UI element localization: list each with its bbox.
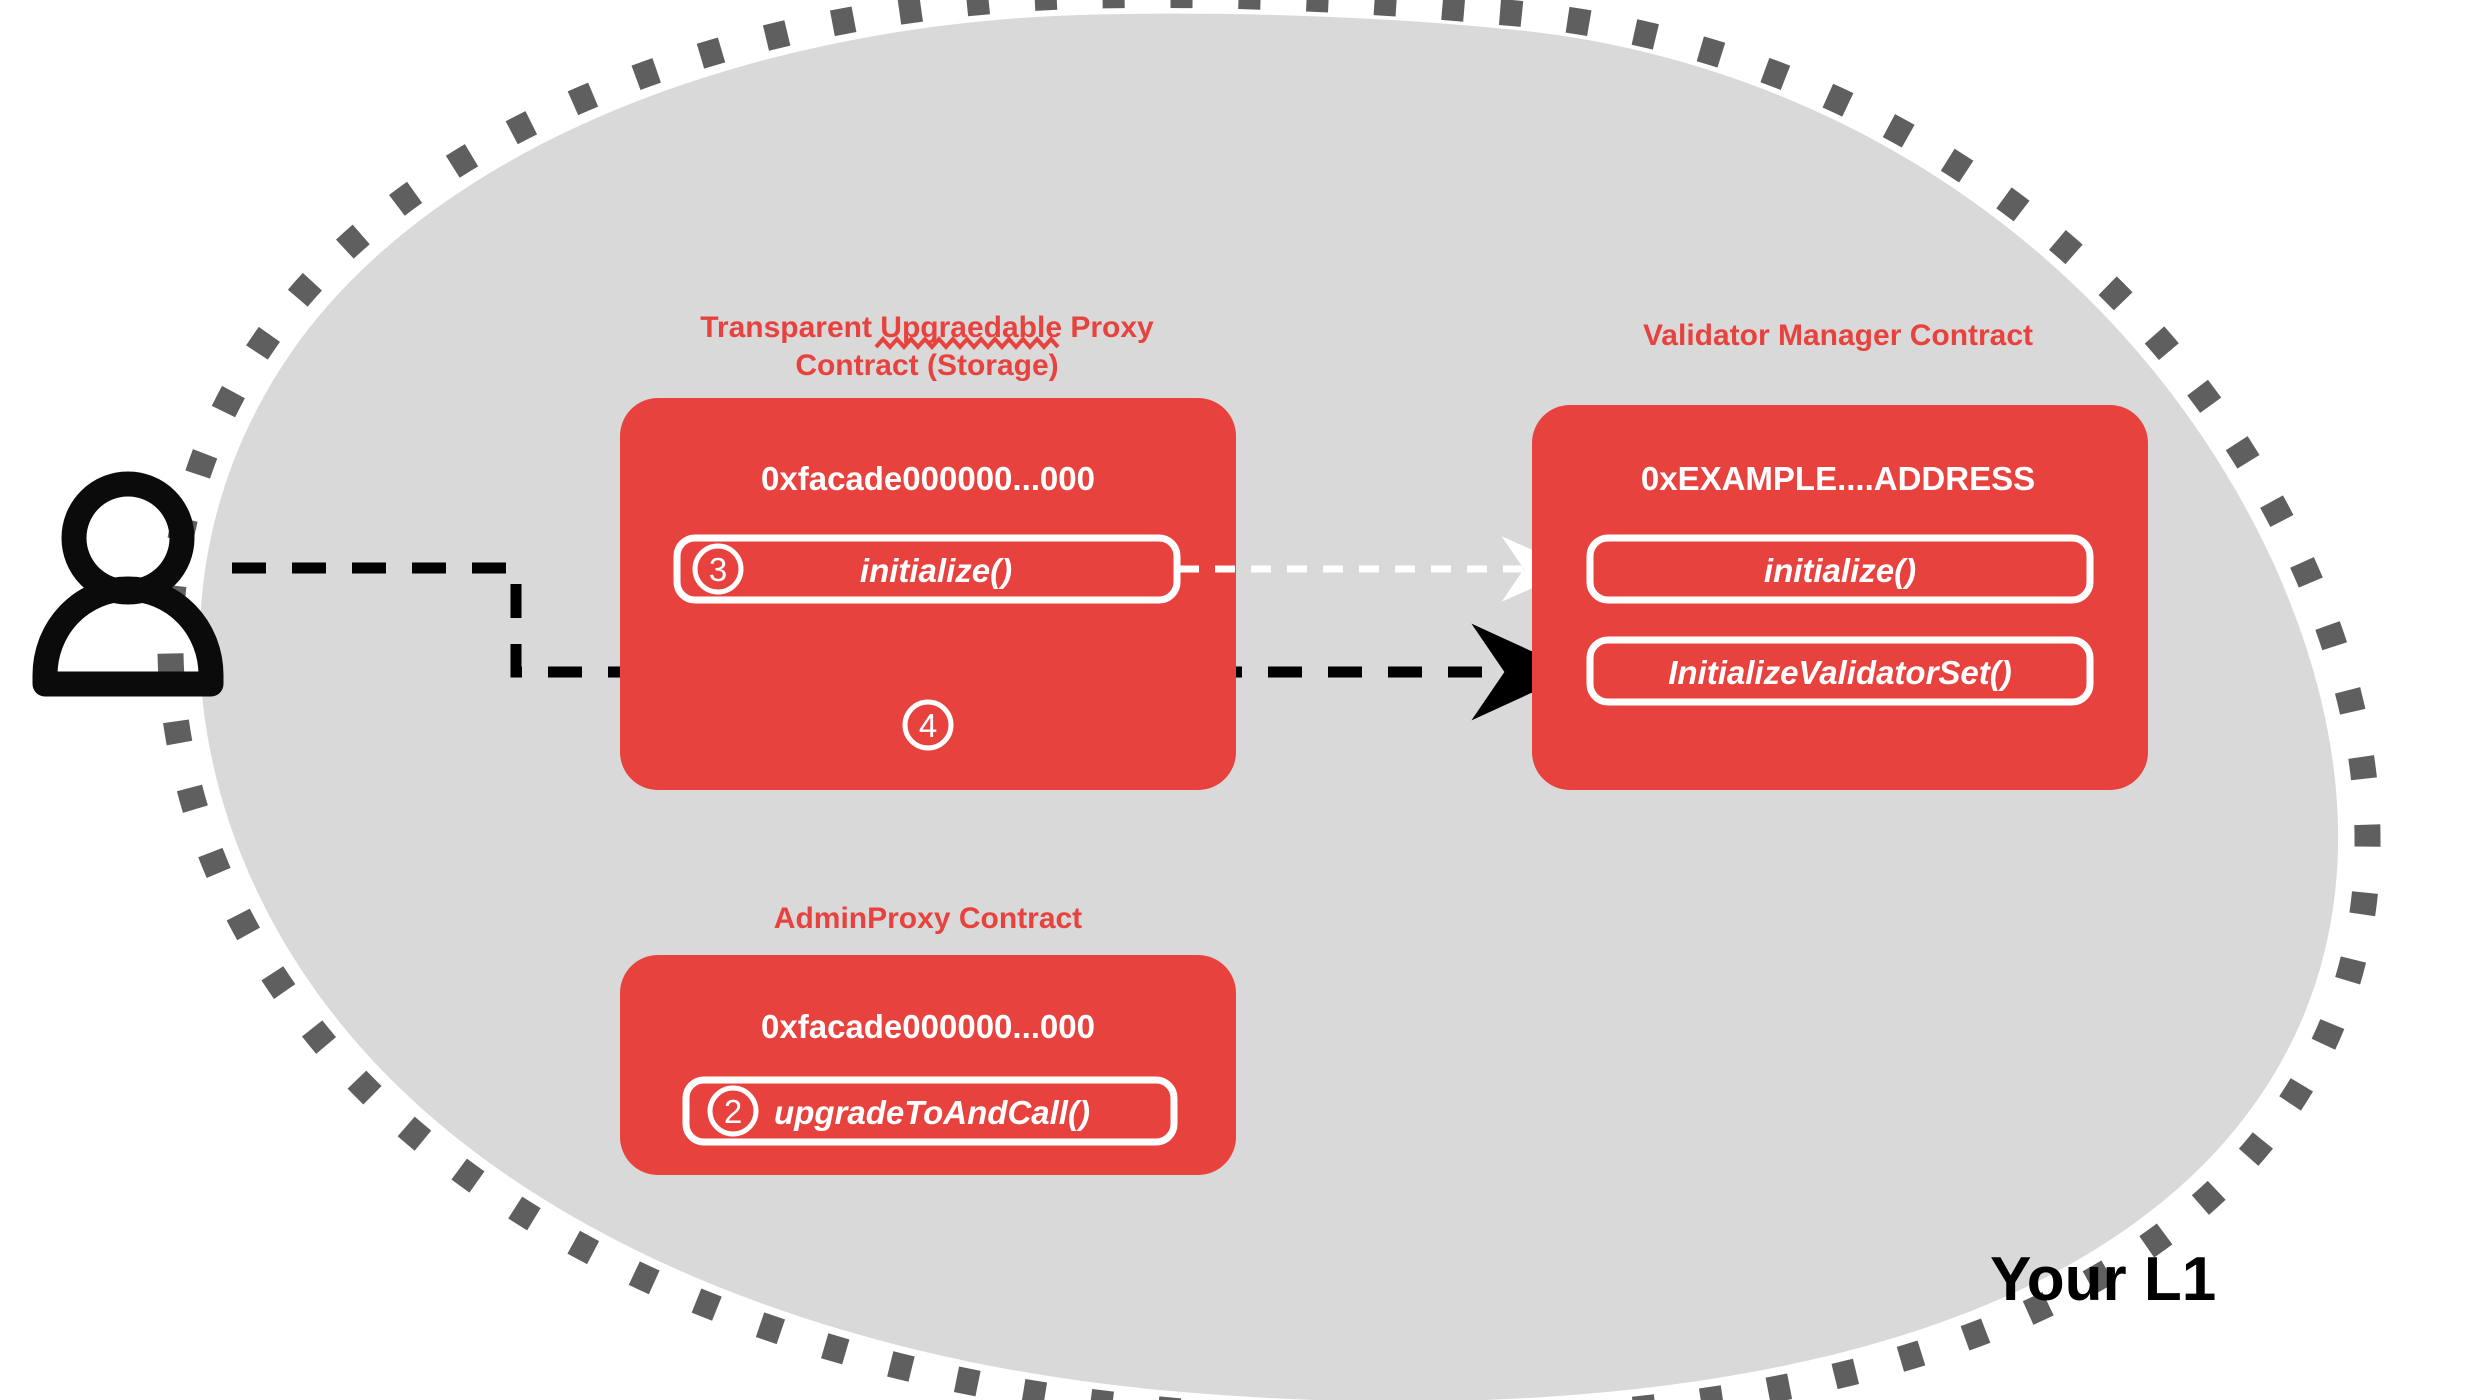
card-address-transparent-proxy: 0xfacade000000...000 <box>761 460 1095 497</box>
card-title-admin-proxy: AdminProxy Contract <box>774 902 1082 935</box>
step-badge-2 <box>707 1085 759 1137</box>
card-title-transparent-proxy-line2: Contract (Storage) <box>795 349 1058 382</box>
function-label-upgrade-to-and-call: upgradeToAndCall() <box>774 1094 1090 1131</box>
card-body-admin-proxy <box>620 955 1236 1175</box>
step-badge-3 <box>692 543 744 595</box>
step-badge-3-label: 3 <box>709 551 727 588</box>
function-label-initialize-validator-set: InitializeValidatorSet() <box>1668 654 2012 691</box>
card-title-validator-manager: Validator Manager Contract <box>1643 319 2033 352</box>
step-badge-2-label: 2 <box>724 1093 742 1130</box>
function-pill-initialize-vm[interactable]: initialize() <box>1586 534 2094 604</box>
function-pill-upgrade-to-and-call[interactable]: 2 upgradeToAndCall() <box>682 1076 1178 1146</box>
card-address-validator-manager: 0xEXAMPLE....ADDRESS <box>1641 460 2035 497</box>
function-label-initialize-proxy: initialize() <box>860 552 1012 589</box>
step-badge-4: 4 <box>902 699 954 751</box>
user-person-icon <box>32 471 224 697</box>
card-admin-proxy[interactable]: AdminProxy Contract 0xfacade000000...000… <box>620 902 1236 1175</box>
card-body-transparent-proxy <box>620 398 1236 790</box>
spellcheck-squiggle-icon <box>874 335 1060 351</box>
function-pill-initialize-validator-set[interactable]: InitializeValidatorSet() <box>1586 636 2094 706</box>
card-address-admin-proxy: 0xfacade000000...000 <box>761 1008 1095 1045</box>
function-pill-initialize-proxy[interactable]: 3 initialize() <box>673 534 1181 604</box>
region-label-your-l1: Your L1 <box>1990 1245 2216 1314</box>
function-label-initialize-vm: initialize() <box>1764 552 1916 589</box>
card-transparent-proxy[interactable]: Transparent Upgraedable Proxy Contract (… <box>620 311 1236 790</box>
step-badge-4-label: 4 <box>919 707 937 744</box>
card-validator-manager[interactable]: Validator Manager Contract 0xEXAMPLE....… <box>1532 319 2148 790</box>
